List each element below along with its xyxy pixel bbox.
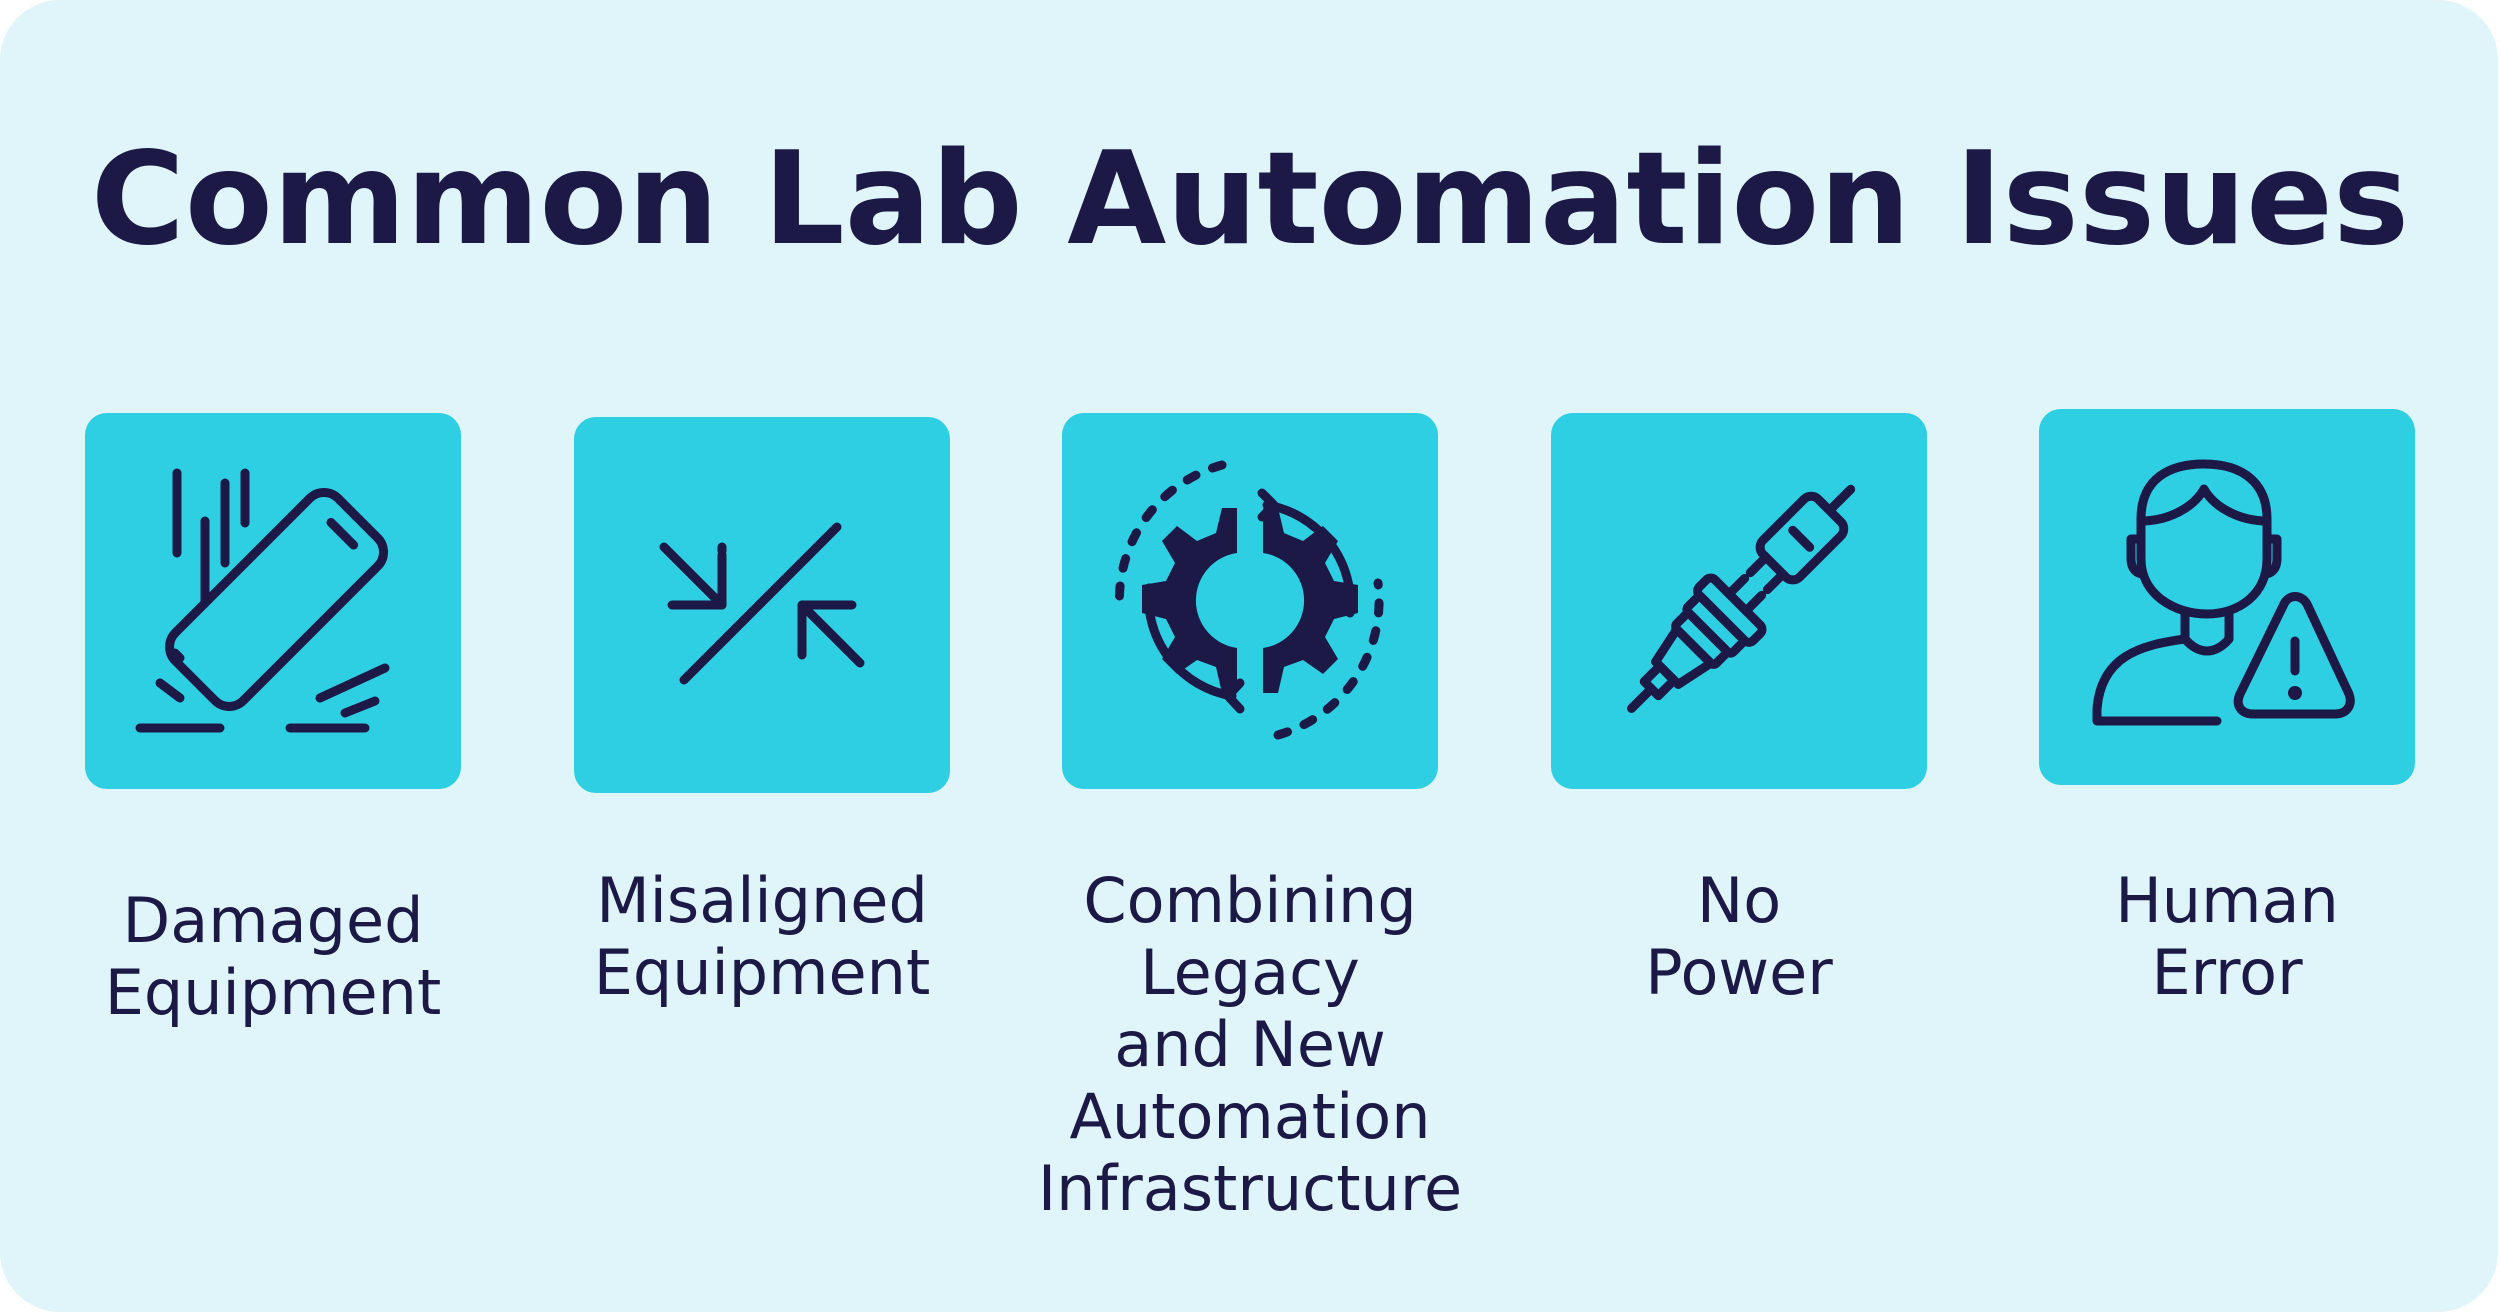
- gear-sync-icon: [1114, 460, 1384, 740]
- no-power-tile: [1551, 413, 1927, 789]
- label-line: Infrastructure: [1037, 1152, 1463, 1225]
- human-error-label: Human Error: [1992, 865, 2462, 1009]
- no-power-label: No Power: [1504, 865, 1974, 1009]
- unplugged-plug-icon: [1627, 484, 1856, 713]
- damaged-phone-icon: [135, 468, 390, 733]
- label-line: Automation: [1069, 1080, 1431, 1153]
- label-line: Equipment: [593, 936, 931, 1009]
- label-line: Misaligned: [596, 864, 928, 937]
- label-line: No: [1696, 864, 1782, 937]
- label-line: Equipment: [104, 956, 442, 1029]
- label-line: Power: [1645, 936, 1833, 1009]
- misaligned-equipment-label: Misaligned Equipment: [527, 865, 997, 1009]
- label-line: Combining: [1083, 864, 1417, 937]
- human-error-tile: [2039, 409, 2415, 785]
- page-title: Common Lab Automation Issues: [90, 125, 2410, 274]
- damaged-equipment-tile: [85, 413, 461, 789]
- label-line: and New: [1114, 1008, 1386, 1081]
- damaged-equipment-label: Damaged Equipment: [38, 885, 508, 1029]
- label-line: Error: [2151, 936, 2303, 1009]
- misaligned-arrows-icon: [659, 522, 865, 685]
- combining-infrastructure-label: Combining Legacy and New Automation Infr…: [1015, 865, 1485, 1225]
- label-line: Damaged: [122, 884, 424, 957]
- human-warning-icon: [2092, 459, 2355, 726]
- misaligned-equipment-tile: [574, 417, 950, 793]
- label-line: Legacy: [1140, 936, 1360, 1009]
- combining-infrastructure-tile: [1062, 413, 1438, 789]
- label-line: Human: [2115, 864, 2339, 937]
